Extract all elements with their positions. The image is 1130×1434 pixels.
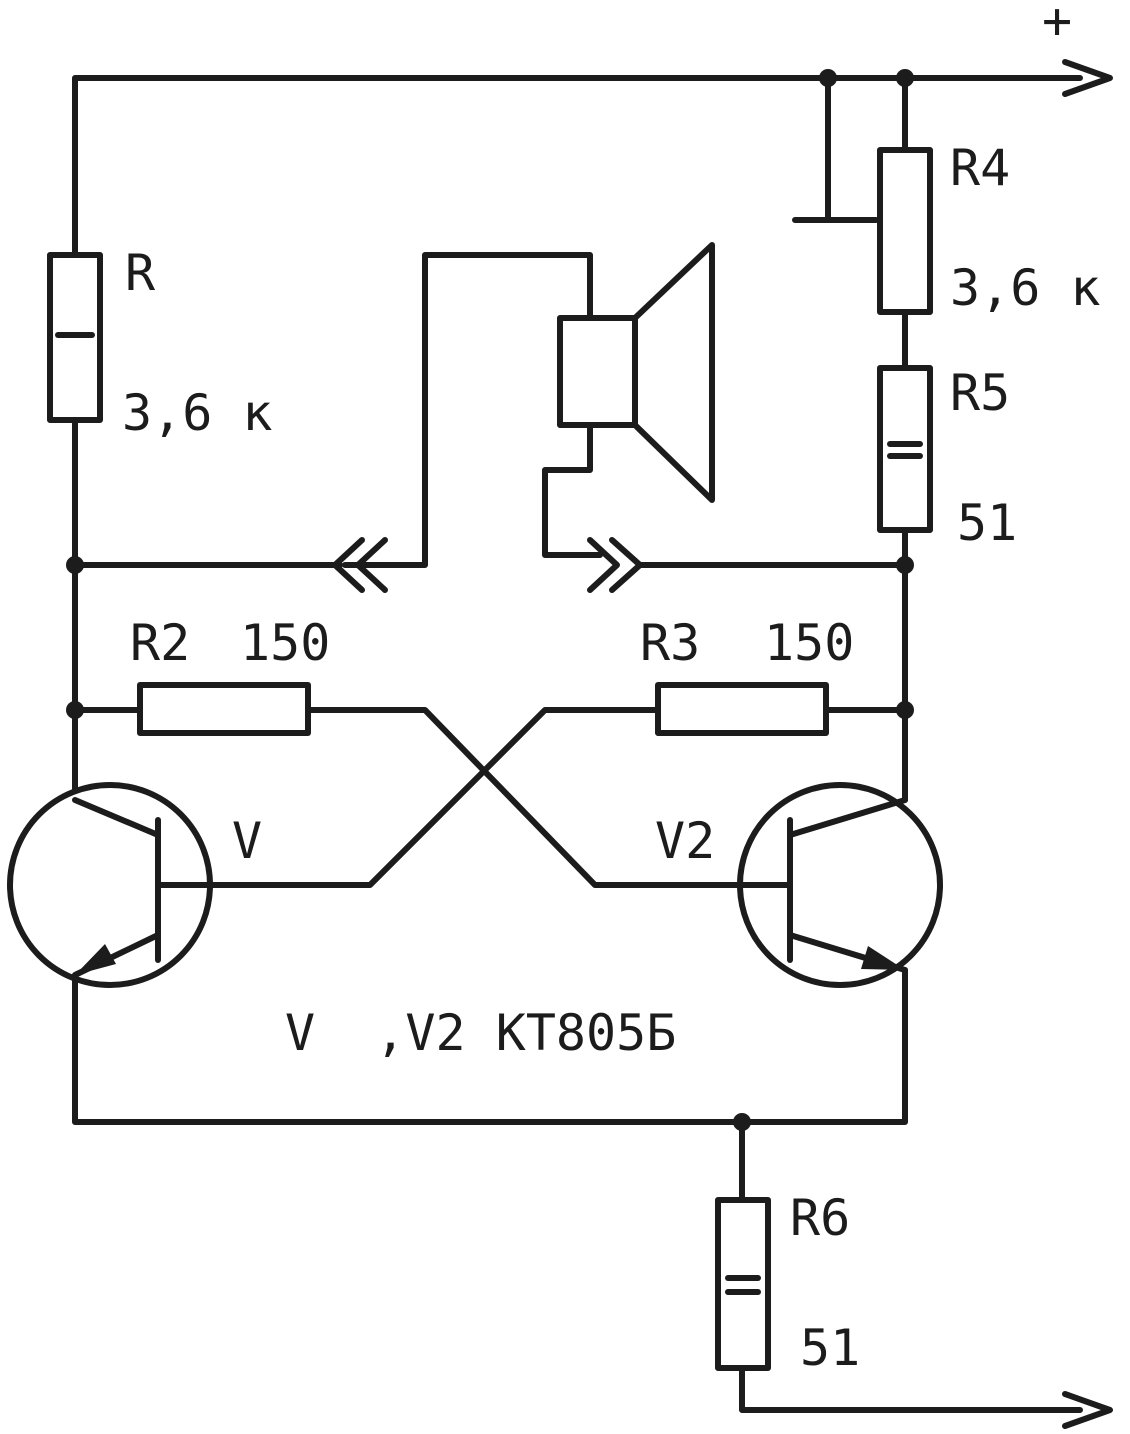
resistor-r-value: 3,6 к: [122, 384, 273, 442]
r6-bottom-wire: [739, 1365, 1083, 1413]
resistor-r6-name: R6: [790, 1189, 850, 1247]
wires: [72, 75, 1083, 1413]
transistor-v2-symbol: [737, 782, 943, 988]
transistor-type-note: V ,V2 КТ805Б: [285, 1004, 676, 1062]
resistors: [47, 147, 933, 1371]
speaker-lead-left: [342, 252, 593, 568]
resistor-r6: [715, 1197, 771, 1371]
resistor-r-name: R: [125, 244, 156, 302]
junction-dot: [896, 701, 914, 719]
resistor-r5-name: R5: [950, 364, 1010, 422]
junction-dot: [896, 69, 914, 87]
left-emitter-wire: [72, 967, 908, 1125]
junctions: [66, 69, 914, 1131]
junction-dot: [733, 1113, 751, 1131]
resistor-r4-name: R4: [950, 139, 1010, 197]
transistor-v-name: V: [232, 812, 262, 870]
arrows: [332, 59, 1113, 1429]
resistor-r4: [877, 147, 933, 315]
speaker-icon: [557, 242, 715, 503]
resistor-r6-value: 51: [800, 1319, 860, 1377]
junction-dot: [66, 701, 84, 719]
left-chevron-icon: [332, 537, 388, 593]
positive-arrow-icon: [1062, 59, 1113, 97]
resistor-r2-name: R2: [130, 614, 190, 672]
r2-cross-wire: [305, 707, 743, 888]
junction-dot: [819, 69, 837, 87]
junction-dot: [896, 556, 914, 574]
r4-wiper-wire: [792, 75, 879, 223]
resistor-r5-value: 51: [957, 494, 1017, 552]
output-arrow-icon: [1062, 1391, 1113, 1429]
speaker-lead-right: [542, 422, 603, 558]
resistor-r3: [655, 682, 829, 736]
right-chevron-icon: [587, 537, 643, 593]
transistor-v2-name: V2: [655, 812, 715, 870]
resistor-r4-value: 3,6 к: [950, 259, 1101, 317]
resistor-r2-value: 150: [240, 614, 330, 672]
labels: + R 3,6 к R4 3,6 к R5 51 R2 150 R3 150 V…: [122, 0, 1101, 1377]
junction-dot: [66, 556, 84, 574]
resistor-r3-name: R3: [640, 614, 700, 672]
r3-cross-wire: [209, 707, 661, 888]
resistor-r2: [137, 682, 311, 736]
resistor-r3-value: 150: [764, 614, 854, 672]
positive-rail: [72, 75, 1083, 258]
positive-terminal-label: +: [1042, 0, 1072, 50]
transistor-v-symbol: [7, 782, 215, 988]
resistor-r5: [877, 365, 933, 533]
